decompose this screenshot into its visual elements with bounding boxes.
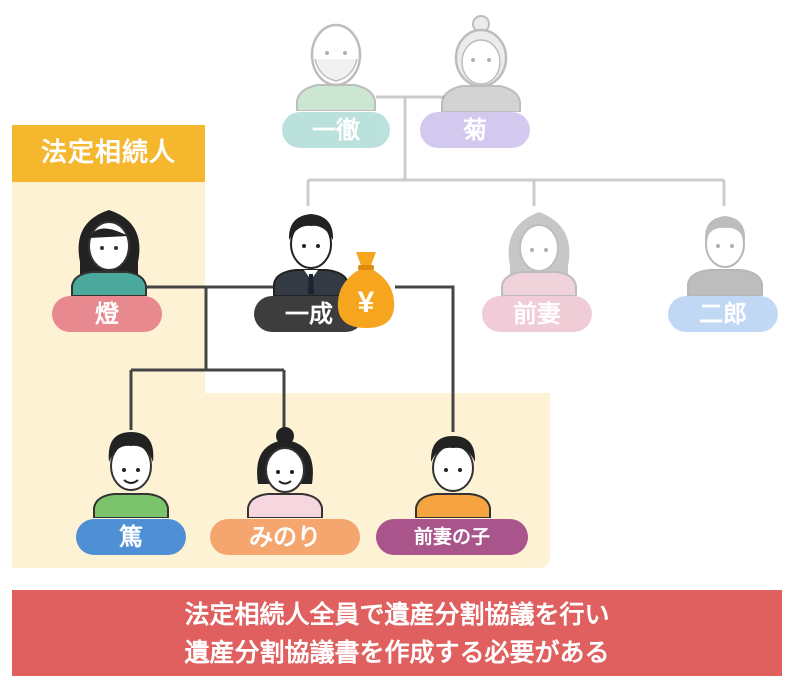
brother-name: 二郎 [668, 296, 778, 332]
line-to-exwife-child [395, 285, 455, 432]
ex-wife-avatar-icon [501, 212, 577, 296]
child1-name: 篤 [76, 519, 186, 555]
grandmother-avatar-icon [441, 15, 521, 112]
wife-avatar-icon [71, 210, 147, 296]
wife-name: 燈 [52, 296, 162, 332]
conclusion-banner: 法定相続人全員で遺産分割協議を行い 遺産分割協議書を作成する必要がある [12, 590, 782, 676]
banner-line-1: 法定相続人全員で遺産分割協議を行い [184, 600, 610, 629]
ex-wife-child-name: 前妻の子 [376, 519, 528, 555]
money-symbol: ¥ [358, 286, 375, 319]
ex-wife-name: 前妻 [482, 296, 592, 332]
grandmother-name: 菊 [420, 112, 530, 148]
child2-name: みのり [210, 519, 360, 555]
banner-line-2: 遺産分割協議書を作成する必要がある [184, 638, 610, 667]
brother-avatar-icon [687, 216, 763, 296]
grandfather-avatar-icon [296, 23, 376, 111]
child1-avatar-icon [93, 432, 169, 518]
money-bag-icon: ¥ [337, 252, 395, 328]
ex-wife-child-avatar-icon [415, 436, 491, 518]
heir-label: 法定相続人 [12, 125, 205, 182]
deceased-avatar-icon [273, 214, 349, 296]
grandfather-name: 一徹 [282, 112, 390, 148]
child2-avatar-icon [247, 427, 323, 518]
